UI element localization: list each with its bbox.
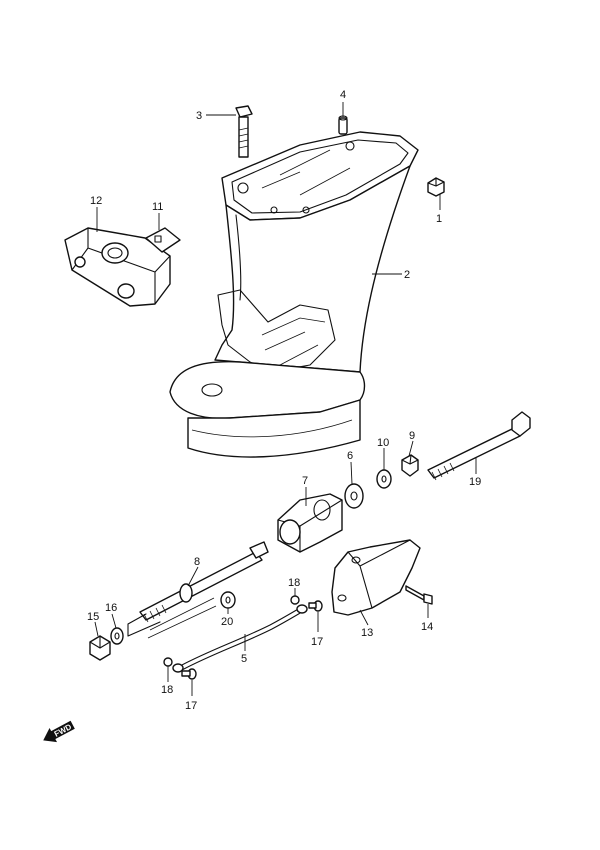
ground-wire-5 bbox=[172, 604, 308, 673]
screw-17-lower bbox=[181, 668, 197, 680]
callout-20: 20 bbox=[221, 616, 233, 628]
callout-3: 3 bbox=[196, 110, 202, 122]
callout-15: 15 bbox=[87, 611, 99, 623]
callout-17-lower: 17 bbox=[185, 700, 197, 712]
callout-12: 12 bbox=[90, 195, 102, 207]
callout-11: 11 bbox=[152, 201, 163, 213]
screw-17-upper bbox=[308, 600, 323, 612]
nut-9 bbox=[401, 454, 419, 477]
plate-11 bbox=[145, 227, 181, 253]
callout-8: 8 bbox=[194, 556, 200, 568]
bolt-8 bbox=[127, 541, 269, 639]
callout-10: 10 bbox=[377, 437, 389, 449]
washer-10 bbox=[376, 469, 392, 489]
callout-6: 6 bbox=[347, 450, 353, 462]
washer-16 bbox=[110, 627, 124, 645]
plug-1 bbox=[427, 177, 445, 197]
callout-16: 16 bbox=[105, 602, 117, 614]
dowel-pin-4 bbox=[338, 115, 348, 135]
callout-17-upper: 17 bbox=[311, 636, 323, 648]
callout-1: 1 bbox=[436, 213, 442, 225]
leader-lines bbox=[94, 102, 477, 696]
forward-direction-arrow: FWD bbox=[43, 720, 75, 743]
washer-18-lower bbox=[163, 657, 173, 667]
bolt-19 bbox=[427, 411, 531, 481]
nut-15 bbox=[89, 635, 111, 661]
callout-14: 14 bbox=[421, 621, 433, 633]
callout-18-upper: 18 bbox=[288, 577, 300, 589]
washer-6 bbox=[344, 483, 364, 509]
cover-13 bbox=[331, 539, 421, 616]
washer-18-upper bbox=[290, 595, 300, 605]
callout-4: 4 bbox=[340, 89, 346, 101]
mount-rubber-7 bbox=[277, 493, 343, 553]
callout-19: 19 bbox=[469, 476, 481, 488]
washer-20 bbox=[220, 591, 236, 609]
bolt-14 bbox=[405, 585, 433, 605]
callout-13: 13 bbox=[361, 627, 373, 639]
callout-7: 7 bbox=[302, 475, 308, 487]
callout-9: 9 bbox=[409, 430, 415, 442]
mount-bracket-12 bbox=[64, 227, 171, 307]
callout-2: 2 bbox=[404, 269, 410, 281]
drive-shaft-housing bbox=[169, 131, 419, 458]
callout-18-lower: 18 bbox=[161, 684, 173, 696]
bolt-3 bbox=[235, 105, 253, 158]
callout-5: 5 bbox=[241, 653, 247, 665]
callout-labels: 1 2 3 4 5 6 7 8 9 10 11 12 13 14 15 16 1… bbox=[87, 89, 481, 712]
